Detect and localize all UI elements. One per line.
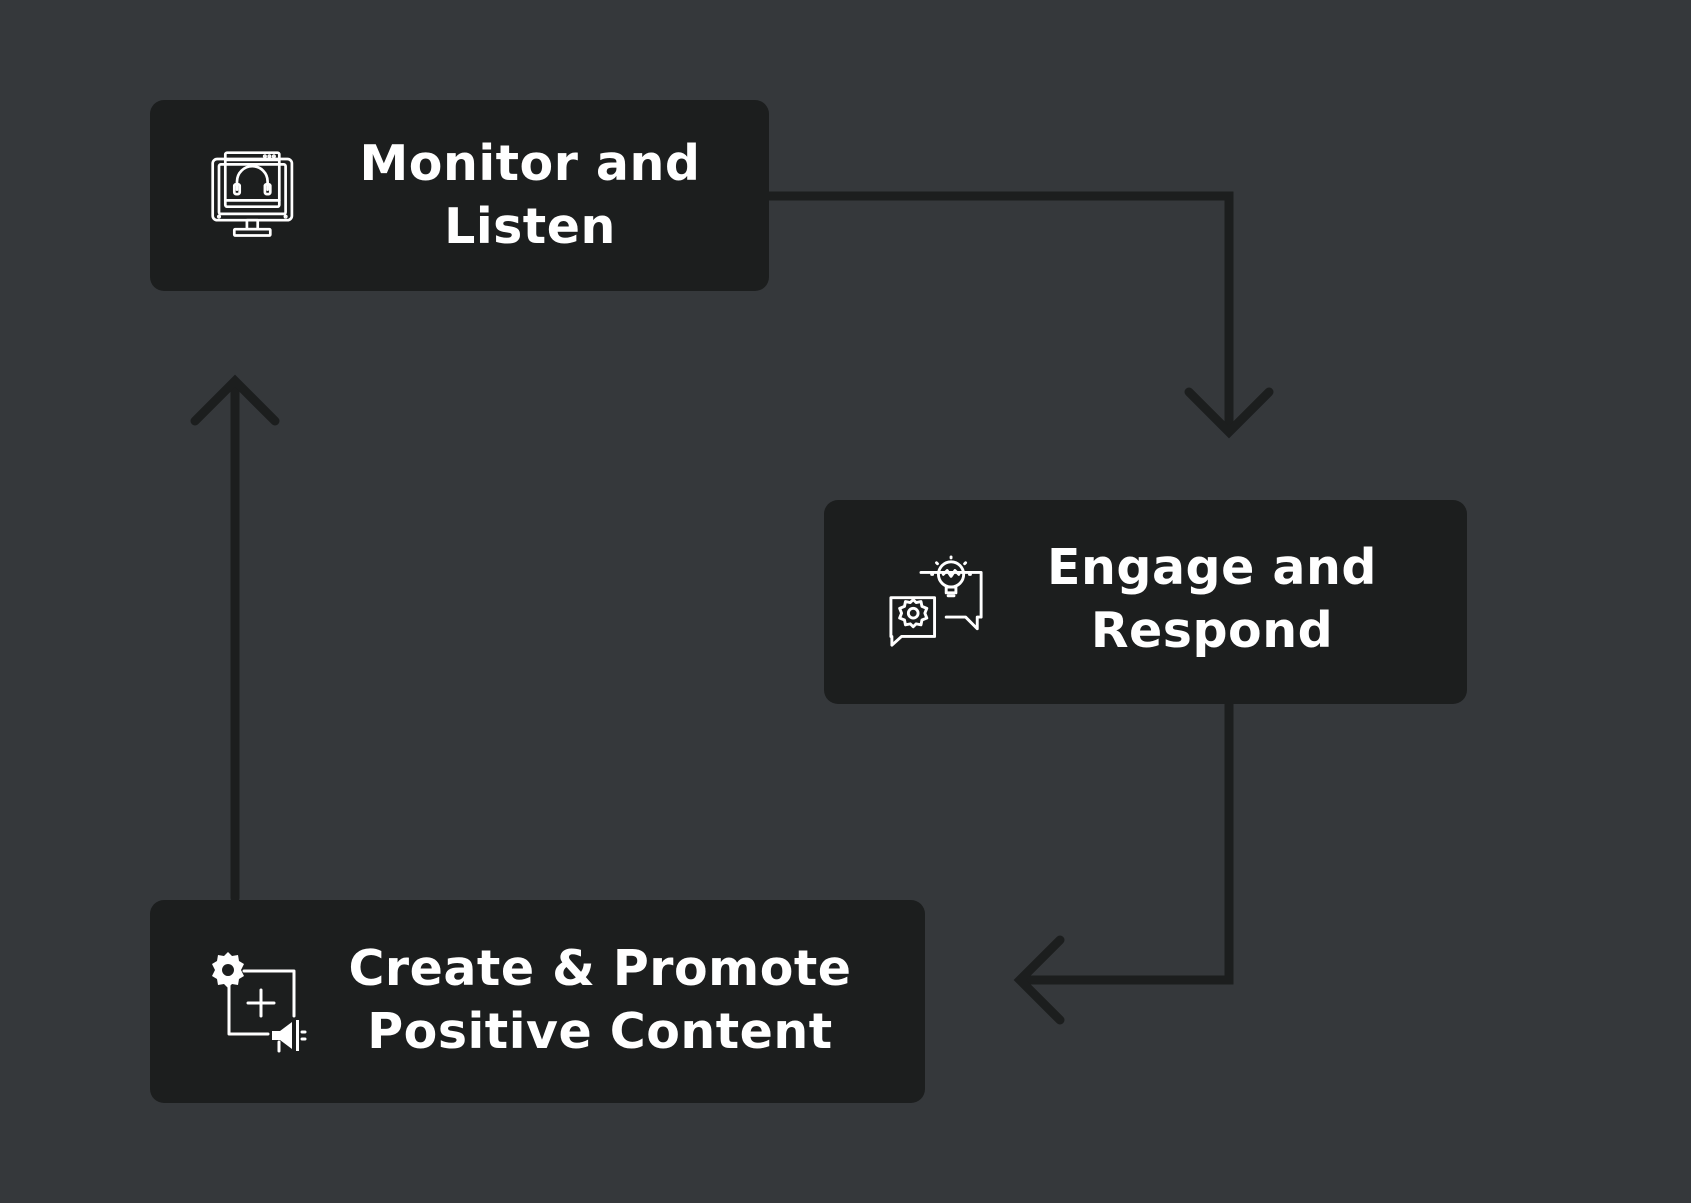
arrow-head-down [1184,387,1274,439]
monitor-headset-icon [211,151,294,237]
gear-add-megaphone-icon [212,952,307,1053]
step-label-monitor-and-listen: Monitor and Listen [325,120,735,270]
step-label-line: Create & Promote [348,940,852,997]
step-label-engage-and-respond: Engage and Respond [1012,524,1412,674]
step-label-create-and-promote: Create & Promote Positive Content [340,925,860,1075]
arrow-monitor-to-engage [763,191,1234,435]
arrow-head-up [190,374,280,426]
step-label-line: Respond [1090,602,1334,659]
step-engage-and-respond: Engage and Respond [824,500,1467,704]
chat-gear-lightbulb-icon [889,555,983,647]
step-create-and-promote: Create & Promote Positive Content [150,900,925,1103]
step-label-line: Monitor and [359,135,701,192]
arrow-head-left [1013,935,1065,1025]
step-monitor-and-listen: Monitor and Listen [150,100,769,291]
step-label-line: Engage and [1047,539,1377,596]
step-label-line: Positive Content [367,1003,833,1060]
step-label-line: Listen [444,198,616,255]
arrow-engage-to-create [1017,698,1234,985]
